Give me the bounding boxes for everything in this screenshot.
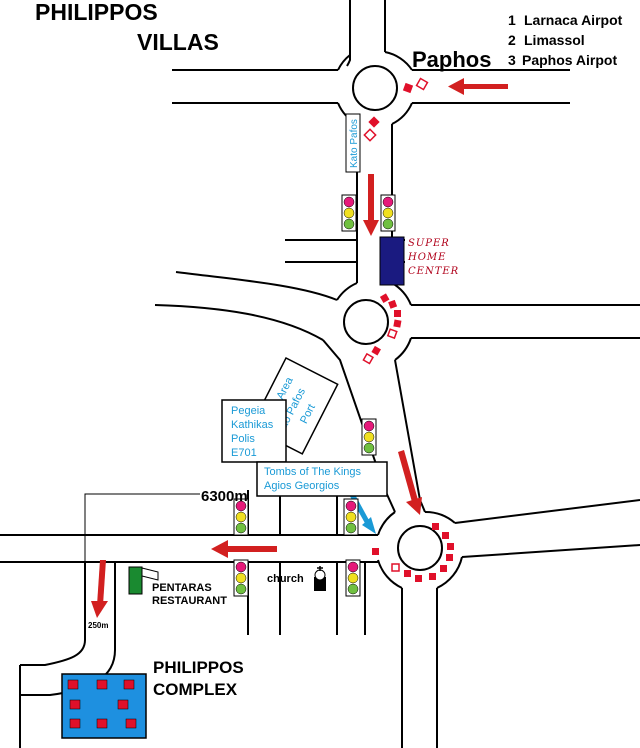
yellow-light [343,207,355,219]
super-home-center-line-3: CENTER [408,266,459,277]
arrow-south-1 [363,174,379,236]
complex-label-line-1: PHILIPPOS [153,658,244,677]
arrow-west-lower [211,540,277,558]
traffic-light [341,194,357,232]
pegeia-sign-line-2: Kathikas [231,419,274,431]
yellow-light [363,431,375,443]
red-light [347,561,359,573]
pegeia-sign-line-3: Polis [231,433,255,445]
traffic-light [343,498,359,536]
roundabout-middle [154,271,640,361]
yellow-light [382,207,394,219]
distance-label: 6300m [201,488,248,505]
yellow-light [347,572,359,584]
red-light [343,196,355,208]
legend-num-1: 1 [508,12,516,28]
arrow-south-diagonal [398,450,422,515]
distance-pointer-line [84,493,200,630]
green-light [382,218,394,230]
green-light [345,522,357,534]
traffic-light [361,418,377,456]
pentaras-line-1: PENTARAS [152,582,212,594]
super-home-center-line-1: SUPER [408,238,450,249]
roundabout-lower [377,499,640,748]
green-light [235,583,247,595]
traffic-light [233,559,249,597]
super-home-center-line-2: HOME [407,252,446,263]
destination-legend: 1 Larnaca Airpot 2 Limassol 3 Paphos Air… [508,12,623,68]
red-light [235,561,247,573]
church-label: church [267,573,304,585]
arrow-south-complex [91,560,108,618]
philippos-complex-block [61,673,147,739]
green-light [343,218,355,230]
pegeia-sign-line-1: Pegeia [231,405,266,417]
short-distance-label: 250m [88,621,108,630]
green-light [347,583,359,595]
legend-label-3: Paphos Airpot [522,52,617,68]
legend-label-1: Larnaca Airpot [524,12,623,28]
red-light [363,420,375,432]
green-light [235,522,247,534]
church-icon [314,566,326,591]
kato-pafos-sign-text: Kato Pafos [349,119,360,168]
legend-num-2: 2 [508,32,516,48]
traffic-light [345,559,361,597]
tombs-sign-line-1: Tombs of The Kings [264,466,362,478]
complex-label-line-2: COMPLEX [153,680,238,699]
tombs-sign-line-2: Agios Georgios [264,480,340,492]
road-to-complex-east [20,562,86,666]
pegeia-sign-line-4: E701 [231,447,257,459]
kato-pafos-sign: Kato Pafos [345,113,361,173]
pegeia-sign: Pegeia Kathikas Polis E701 [221,399,287,463]
red-light [235,500,247,512]
title-philippos: PHILIPPOS [35,0,158,25]
label-paphos: Paphos [412,47,491,72]
yellow-light [345,511,357,523]
tombs-sign: Tombs of The Kings Agios Georgios [256,461,388,497]
super-home-center-building [379,236,405,286]
legend-num-3: 3 [508,52,516,68]
red-light [382,196,394,208]
traffic-light [380,194,396,232]
pentaras-restaurant-marker [128,566,159,595]
arrow-paphos-west [448,78,508,95]
yellow-light [235,511,247,523]
legend-label-2: Limassol [524,32,585,48]
pentaras-line-2: RESTAURANT [152,595,227,607]
red-light [345,500,357,512]
traffic-light [233,498,249,536]
traffic-lights [233,194,396,597]
title-villas: VILLAS [137,29,219,55]
green-light [363,442,375,454]
yellow-light [235,572,247,584]
